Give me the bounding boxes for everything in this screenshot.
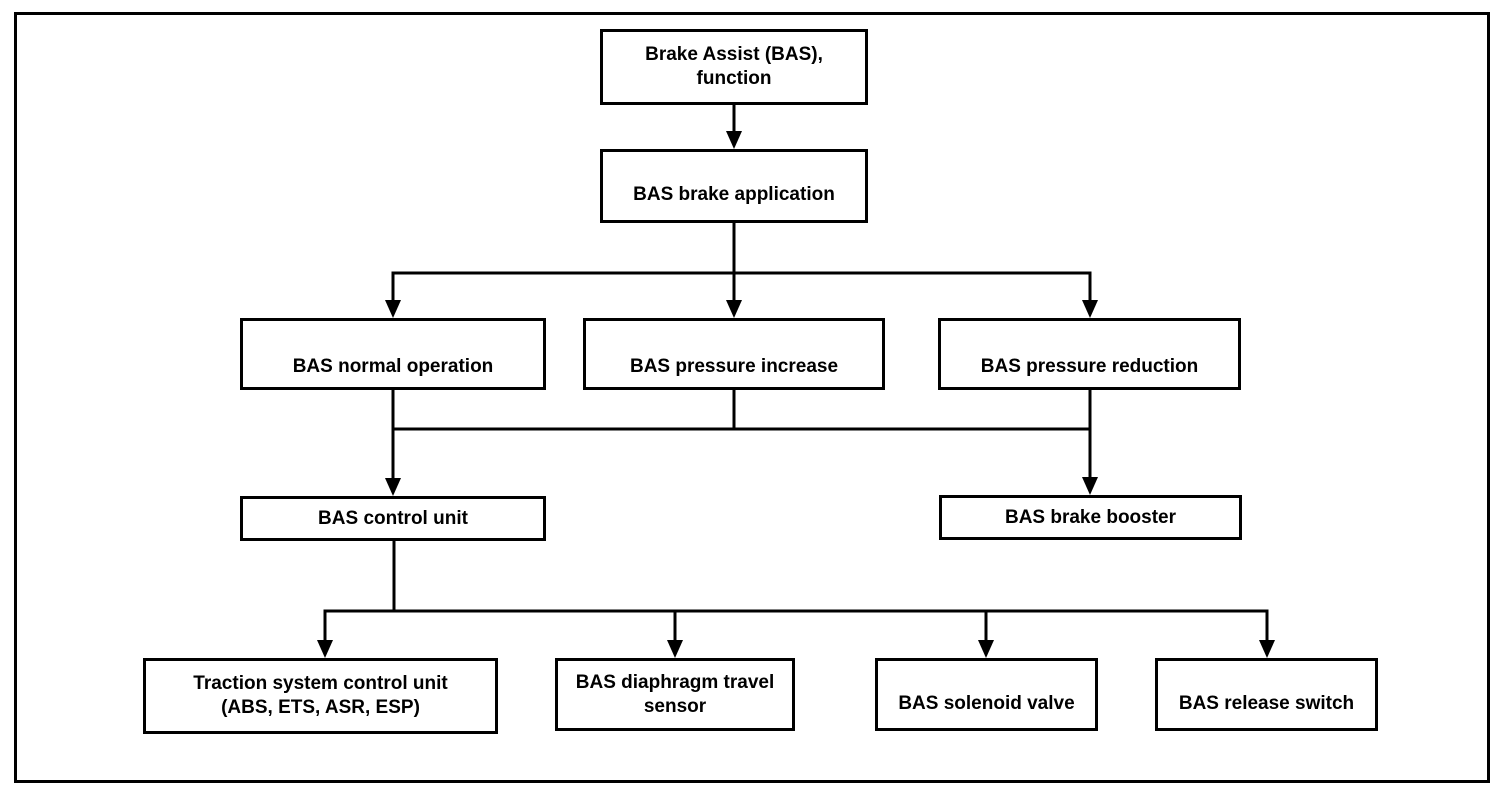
node-bas-solenoid-valve: BAS solenoid valve xyxy=(875,658,1098,731)
node-label: BAS release switch xyxy=(1178,693,1355,714)
node-bas-brake-booster: BAS brake booster xyxy=(939,495,1242,540)
node-bas-pressure-increase: BAS pressure increase xyxy=(583,318,885,390)
node-bas-control-unit: BAS control unit xyxy=(240,496,546,541)
node-label: BAS normal operation xyxy=(292,356,494,377)
node-label: Brake Assist (BAS), function xyxy=(645,44,823,89)
node-bas-brake-application: BAS brake application xyxy=(600,149,868,223)
node-label: BAS diaphragm travel sensor xyxy=(575,671,775,717)
node-label: BAS brake booster xyxy=(1004,506,1177,528)
node-bas-normal-operation: BAS normal operation xyxy=(240,318,546,390)
node-bas-function: Brake Assist (BAS), function xyxy=(600,29,868,105)
node-label: BAS solenoid valve xyxy=(898,693,1075,714)
node-label: Traction system control unit (ABS, ETS, … xyxy=(193,673,448,718)
node-traction-system-control-unit: Traction system control unit (ABS, ETS, … xyxy=(143,658,498,734)
node-label: BAS pressure reduction xyxy=(980,356,1199,377)
diagram-border xyxy=(14,12,1490,783)
node-bas-release-switch: BAS release switch xyxy=(1155,658,1378,731)
node-bas-pressure-reduction: BAS pressure reduction xyxy=(938,318,1241,390)
node-label: BAS brake application xyxy=(633,184,835,205)
node-label: BAS pressure increase xyxy=(629,356,839,377)
node-label: BAS control unit xyxy=(318,507,468,529)
node-bas-diaphragm-travel-sensor: BAS diaphragm travel sensor xyxy=(555,658,795,731)
